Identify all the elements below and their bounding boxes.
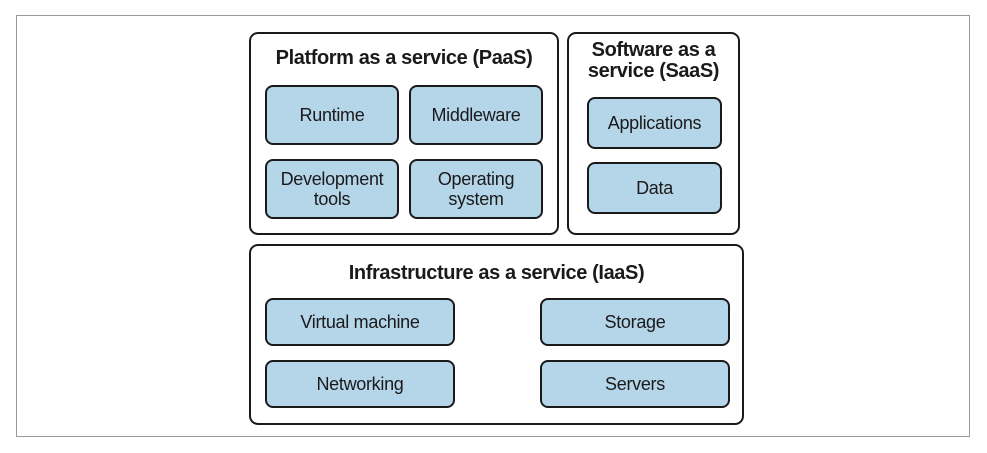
- operating-system-box: Operating system: [409, 159, 543, 219]
- data-box: Data: [587, 162, 722, 214]
- development-tools-box: Development tools: [265, 159, 399, 219]
- paas-panel: Platform as a service (PaaS) Runtime Mid…: [249, 32, 559, 235]
- servers-box: Servers: [540, 360, 730, 408]
- saas-panel: Software as a service (SaaS) Application…: [567, 32, 740, 235]
- saas-title: Software as a service (SaaS): [587, 39, 720, 82]
- networking-box: Networking: [265, 360, 455, 408]
- iaas-panel: Infrastructure as a service (IaaS) Virtu…: [249, 244, 744, 425]
- iaas-title: Infrastructure as a service (IaaS): [348, 262, 645, 284]
- middleware-box: Middleware: [409, 85, 543, 145]
- runtime-box: Runtime: [265, 85, 399, 145]
- storage-box: Storage: [540, 298, 730, 346]
- paas-title: Platform as a service (PaaS): [275, 47, 533, 69]
- virtual-machine-box: Virtual machine: [265, 298, 455, 346]
- applications-box: Applications: [587, 97, 722, 149]
